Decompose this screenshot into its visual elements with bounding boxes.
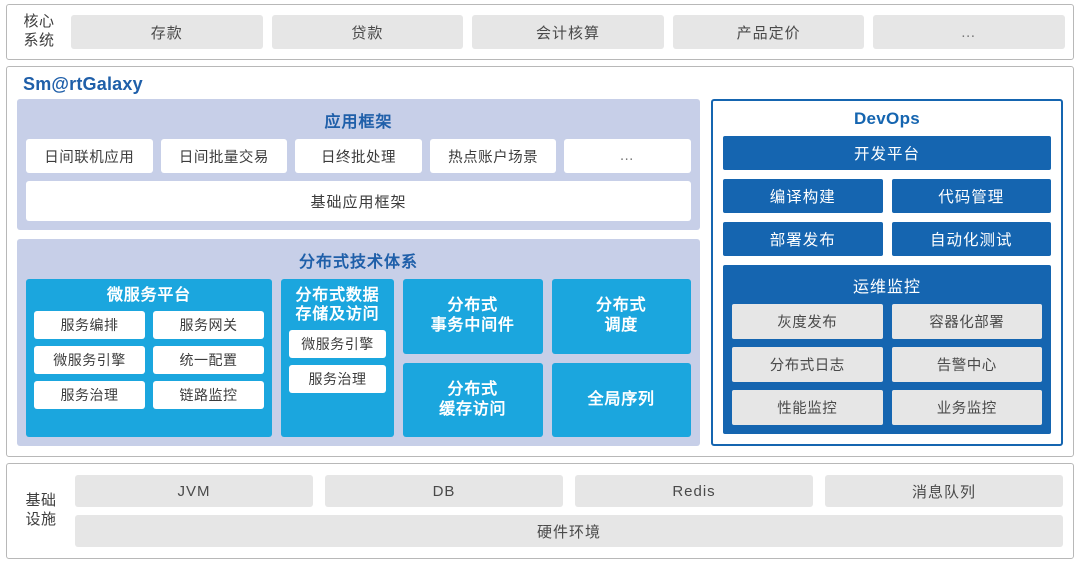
global-sequence-card[interactable]: 全局序列 xyxy=(551,362,691,437)
smartgalaxy-left-column: 应用框架 日间联机应用 日间批量交易 日终批处理 热点账户场景 … 基础应用框架… xyxy=(17,99,700,446)
ms-item-gateway[interactable]: 服务网关 xyxy=(153,311,264,340)
cache-title-line1: 分布式 xyxy=(447,380,498,398)
distributed-storage-items: 微服务引擎 服务治理 xyxy=(289,330,386,394)
smartgalaxy-title: Sm@rtGalaxy xyxy=(23,74,143,94)
dtm-title-line1: 分布式 xyxy=(447,297,498,315)
app-item-daytime-batch[interactable]: 日间批量交易 xyxy=(160,139,288,173)
ops-item-performance-monitor[interactable]: 性能监控 xyxy=(732,390,883,425)
infrastructure-section: 基础 设施 JVM DB Redis 消息队列 硬件环境 xyxy=(6,463,1074,559)
cache-title-line2: 缓存访问 xyxy=(439,400,507,418)
ms-item-engine[interactable]: 微服务引擎 xyxy=(34,346,145,375)
infrastructure-stack: JVM DB Redis 消息队列 硬件环境 xyxy=(75,475,1063,547)
storage-row: 服务治理 xyxy=(289,365,386,394)
app-item-more[interactable]: … xyxy=(564,139,691,173)
distributed-scheduling-card[interactable]: 分布式 调度 xyxy=(551,279,691,354)
ops-monitoring-block: 运维监控 灰度发布 容器化部署 分布式日志 告警中心 性能监控 xyxy=(723,265,1051,434)
ops-row: 性能监控 业务监控 xyxy=(732,390,1042,425)
distributed-middle-column: 分布式 事务中间件 分布式 缓存访问 xyxy=(403,279,543,437)
ops-row: 分布式日志 告警中心 xyxy=(732,347,1042,382)
ms-item-orchestration[interactable]: 服务编排 xyxy=(34,311,145,340)
ops-monitoring-items: 灰度发布 容器化部署 分布式日志 告警中心 性能监控 业务监控 xyxy=(732,304,1042,425)
core-system-label-line2: 系统 xyxy=(23,32,55,49)
distributed-storage-card: 分布式数据 存储及访问 微服务引擎 服务治理 xyxy=(281,279,394,437)
ops-row: 灰度发布 容器化部署 xyxy=(732,304,1042,339)
devops-row: 部署发布 自动化测试 xyxy=(723,222,1051,256)
ms-item-trace-monitor[interactable]: 链路监控 xyxy=(153,381,264,410)
app-base-framework[interactable]: 基础应用框架 xyxy=(26,181,691,221)
smartgalaxy-section: Sm@rtGalaxy 应用框架 日间联机应用 日间批量交易 日终批处理 热点账… xyxy=(6,66,1074,457)
infrastructure-label-line1: 基础 xyxy=(25,492,57,510)
storage-item-governance[interactable]: 服务治理 xyxy=(289,365,386,394)
microservice-platform-title: 微服务平台 xyxy=(106,287,191,304)
infra-hardware-environment[interactable]: 硬件环境 xyxy=(75,515,1063,547)
ops-monitoring-title: 运维监控 xyxy=(852,279,921,296)
distributed-storage-title-line2: 存储及访问 xyxy=(295,306,380,324)
devops-column: DevOps 开发平台 编译构建 代码管理 部署发布 自动化测试 运维监控 xyxy=(711,99,1063,446)
core-system-section: 核心 系统 存款 贷款 会计核算 产品定价 … xyxy=(6,4,1074,60)
application-framework-title: 应用框架 xyxy=(324,114,393,131)
distributed-storage-title-line1: 分布式数据 xyxy=(295,287,380,304)
dtm-title-line2: 事务中间件 xyxy=(430,317,515,335)
distributed-storage-title: 分布式数据 存储及访问 xyxy=(289,279,386,330)
smartgalaxy-body: 应用框架 日间联机应用 日间批量交易 日终批处理 热点账户场景 … 基础应用框架… xyxy=(17,99,1063,446)
ms-item-unified-config[interactable]: 统一配置 xyxy=(153,346,264,375)
core-system-item-loan[interactable]: 贷款 xyxy=(271,15,464,49)
devops-item-code-management[interactable]: 代码管理 xyxy=(891,179,1051,213)
ops-item-alert-center[interactable]: 告警中心 xyxy=(891,347,1042,382)
infra-item-message-queue[interactable]: 消息队列 xyxy=(825,475,1063,507)
microservice-row: 服务治理 链路监控 xyxy=(34,381,264,410)
microservice-row: 微服务引擎 统一配置 xyxy=(34,346,264,375)
app-item-hot-account[interactable]: 热点账户场景 xyxy=(429,139,557,173)
core-system-item-deposit[interactable]: 存款 xyxy=(71,15,263,49)
core-system-items: 存款 贷款 会计核算 产品定价 … xyxy=(71,15,1065,49)
devops-panel: DevOps 开发平台 编译构建 代码管理 部署发布 自动化测试 运维监控 xyxy=(711,99,1063,446)
app-item-eod-batch[interactable]: 日终批处理 xyxy=(295,139,422,173)
app-item-daytime-online[interactable]: 日间联机应用 xyxy=(26,139,153,173)
distributed-tech-block: 分布式技术体系 微服务平台 服务编排 服务网关 微服务 xyxy=(17,239,700,446)
infra-item-redis[interactable]: Redis xyxy=(575,475,813,507)
storage-row: 微服务引擎 xyxy=(289,330,386,359)
infrastructure-items: JVM DB Redis 消息队列 xyxy=(75,475,1063,507)
distributed-right-column: 分布式 调度 全局序列 xyxy=(551,279,691,437)
core-system-label-line1: 核心 xyxy=(23,13,55,31)
application-framework-block: 应用框架 日间联机应用 日间批量交易 日终批处理 热点账户场景 … 基础应用框架 xyxy=(17,99,700,230)
core-system-item-accounting[interactable]: 会计核算 xyxy=(472,15,664,49)
core-system-item-more[interactable]: … xyxy=(873,15,1065,49)
sched-title-line2: 调度 xyxy=(604,317,639,335)
core-system-label: 核心 系统 xyxy=(15,13,63,51)
distributed-tech-columns: 微服务平台 服务编排 服务网关 微服务引擎 统一配置 xyxy=(26,279,691,437)
storage-item-engine[interactable]: 微服务引擎 xyxy=(289,330,386,359)
ops-item-container-deploy[interactable]: 容器化部署 xyxy=(891,304,1042,339)
distributed-transaction-middleware-card[interactable]: 分布式 事务中间件 xyxy=(403,279,543,354)
ops-item-gray-release[interactable]: 灰度发布 xyxy=(732,304,883,339)
microservice-row: 服务编排 服务网关 xyxy=(34,311,264,340)
devops-row: 编译构建 代码管理 xyxy=(723,179,1051,213)
gseq-title-line1: 全局序列 xyxy=(587,390,655,408)
microservice-platform-card: 微服务平台 服务编排 服务网关 微服务引擎 统一配置 xyxy=(26,279,272,437)
ms-item-governance[interactable]: 服务治理 xyxy=(34,381,145,410)
sched-title-line1: 分布式 xyxy=(596,297,647,315)
devops-item-compile-build[interactable]: 编译构建 xyxy=(723,179,883,213)
ops-item-distributed-log[interactable]: 分布式日志 xyxy=(732,347,883,382)
devops-item-deploy-release[interactable]: 部署发布 xyxy=(723,222,883,256)
distributed-cache-card[interactable]: 分布式 缓存访问 xyxy=(403,362,543,437)
core-system-item-pricing[interactable]: 产品定价 xyxy=(672,15,865,49)
devops-dev-platform[interactable]: 开发平台 xyxy=(723,136,1051,170)
infrastructure-label-line2: 设施 xyxy=(25,511,57,528)
infra-item-db[interactable]: DB xyxy=(325,475,563,507)
infra-item-jvm[interactable]: JVM xyxy=(75,475,313,507)
application-framework-items: 日间联机应用 日间批量交易 日终批处理 热点账户场景 … xyxy=(26,139,691,173)
devops-title: DevOps xyxy=(853,109,921,128)
microservice-platform-items: 服务编排 服务网关 微服务引擎 统一配置 服务治理 链路监控 xyxy=(34,311,264,410)
distributed-tech-title: 分布式技术体系 xyxy=(298,254,418,271)
infrastructure-label: 基础 设施 xyxy=(17,492,65,530)
devops-item-automated-testing[interactable]: 自动化测试 xyxy=(891,222,1051,256)
ops-item-business-monitor[interactable]: 业务监控 xyxy=(891,390,1042,425)
